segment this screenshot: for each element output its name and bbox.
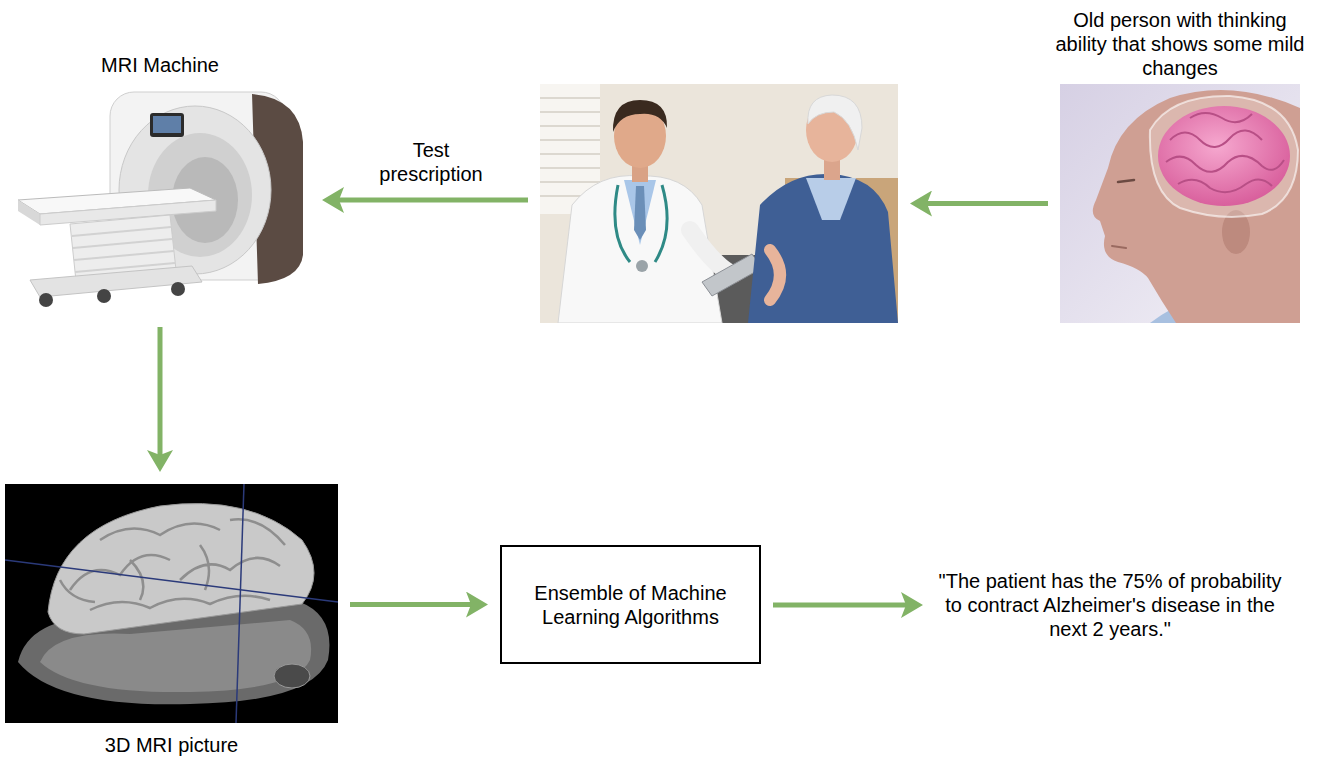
process-box: Ensemble of Machine Learning Algorithms xyxy=(500,545,761,664)
patient-hand xyxy=(770,250,780,300)
mri-wheel xyxy=(39,293,53,307)
mri-column-folds xyxy=(72,227,175,272)
mri-wheel xyxy=(171,282,185,296)
mri-table-edge xyxy=(18,200,40,225)
eye xyxy=(1118,180,1134,182)
edge-label-holder: Test prescription xyxy=(366,138,496,186)
scan-ground xyxy=(5,484,338,723)
mri-screen xyxy=(150,113,184,137)
stethoscope xyxy=(615,185,667,262)
mri-base xyxy=(30,266,202,297)
mri-screen-glass xyxy=(153,116,181,133)
picture-heading: Old person with thinking ability that sh… xyxy=(1049,8,1311,80)
scan-guide xyxy=(5,560,338,602)
mri-machine-picture: MRI Machine xyxy=(10,85,310,315)
stethoscope-head xyxy=(636,260,648,272)
mri-scan-illustration xyxy=(5,484,338,723)
head-profile xyxy=(1093,90,1300,323)
consultation-picture xyxy=(540,84,898,323)
text-holder: MRI Machine xyxy=(30,53,290,77)
text-holder: "The patient has the 75% of probability … xyxy=(935,569,1285,641)
doctor-hair xyxy=(613,100,667,132)
flow-arrow xyxy=(158,327,163,460)
patient-picture: Old person with thinking ability that sh… xyxy=(1060,84,1300,323)
brain-folds xyxy=(1166,113,1284,192)
text-holder: Ensemble of Machine Learning Algorithms xyxy=(502,547,759,662)
flow-arrow xyxy=(350,602,476,607)
picture-caption: MRI Machine xyxy=(30,53,290,77)
mri-wheel xyxy=(97,289,111,303)
patient-brain-illustration xyxy=(1060,84,1300,323)
mri-scan-picture: 3D MRI picture xyxy=(5,484,338,723)
doctor-arm xyxy=(690,230,728,272)
output-text: "The patient has the 75% of probability … xyxy=(935,569,1285,641)
patient-vest xyxy=(748,174,898,323)
result-text: "The patient has the 75% of probability … xyxy=(935,569,1285,641)
doctor-tie xyxy=(634,186,646,240)
brain-surface xyxy=(48,504,314,634)
consultation-illustration xyxy=(540,84,898,323)
photo-ground xyxy=(1060,84,1300,323)
room-wall xyxy=(540,84,898,323)
text-holder: 3D MRI picture xyxy=(22,733,322,757)
box-label: Ensemble of Machine Learning Algorithms xyxy=(518,581,743,629)
text-holder: Old person with thinking ability that sh… xyxy=(1049,8,1311,80)
scan-eye xyxy=(274,664,310,688)
flow-arrow xyxy=(773,603,911,608)
flow-arrow xyxy=(922,201,1048,206)
brain-folds xyxy=(60,519,285,610)
edge-label: Test prescription xyxy=(366,138,496,186)
blinds xyxy=(540,98,600,196)
mouth xyxy=(1112,246,1126,248)
brain xyxy=(1158,106,1290,206)
doctor-shirt xyxy=(624,180,656,245)
skull-overlay xyxy=(1150,96,1298,217)
mri-machine-illustration xyxy=(18,92,303,307)
picture-caption: 3D MRI picture xyxy=(22,733,322,757)
scan-guide xyxy=(236,484,244,723)
patient-collar xyxy=(806,178,856,220)
flow-arrow xyxy=(334,198,528,203)
patient-hair xyxy=(808,95,862,150)
